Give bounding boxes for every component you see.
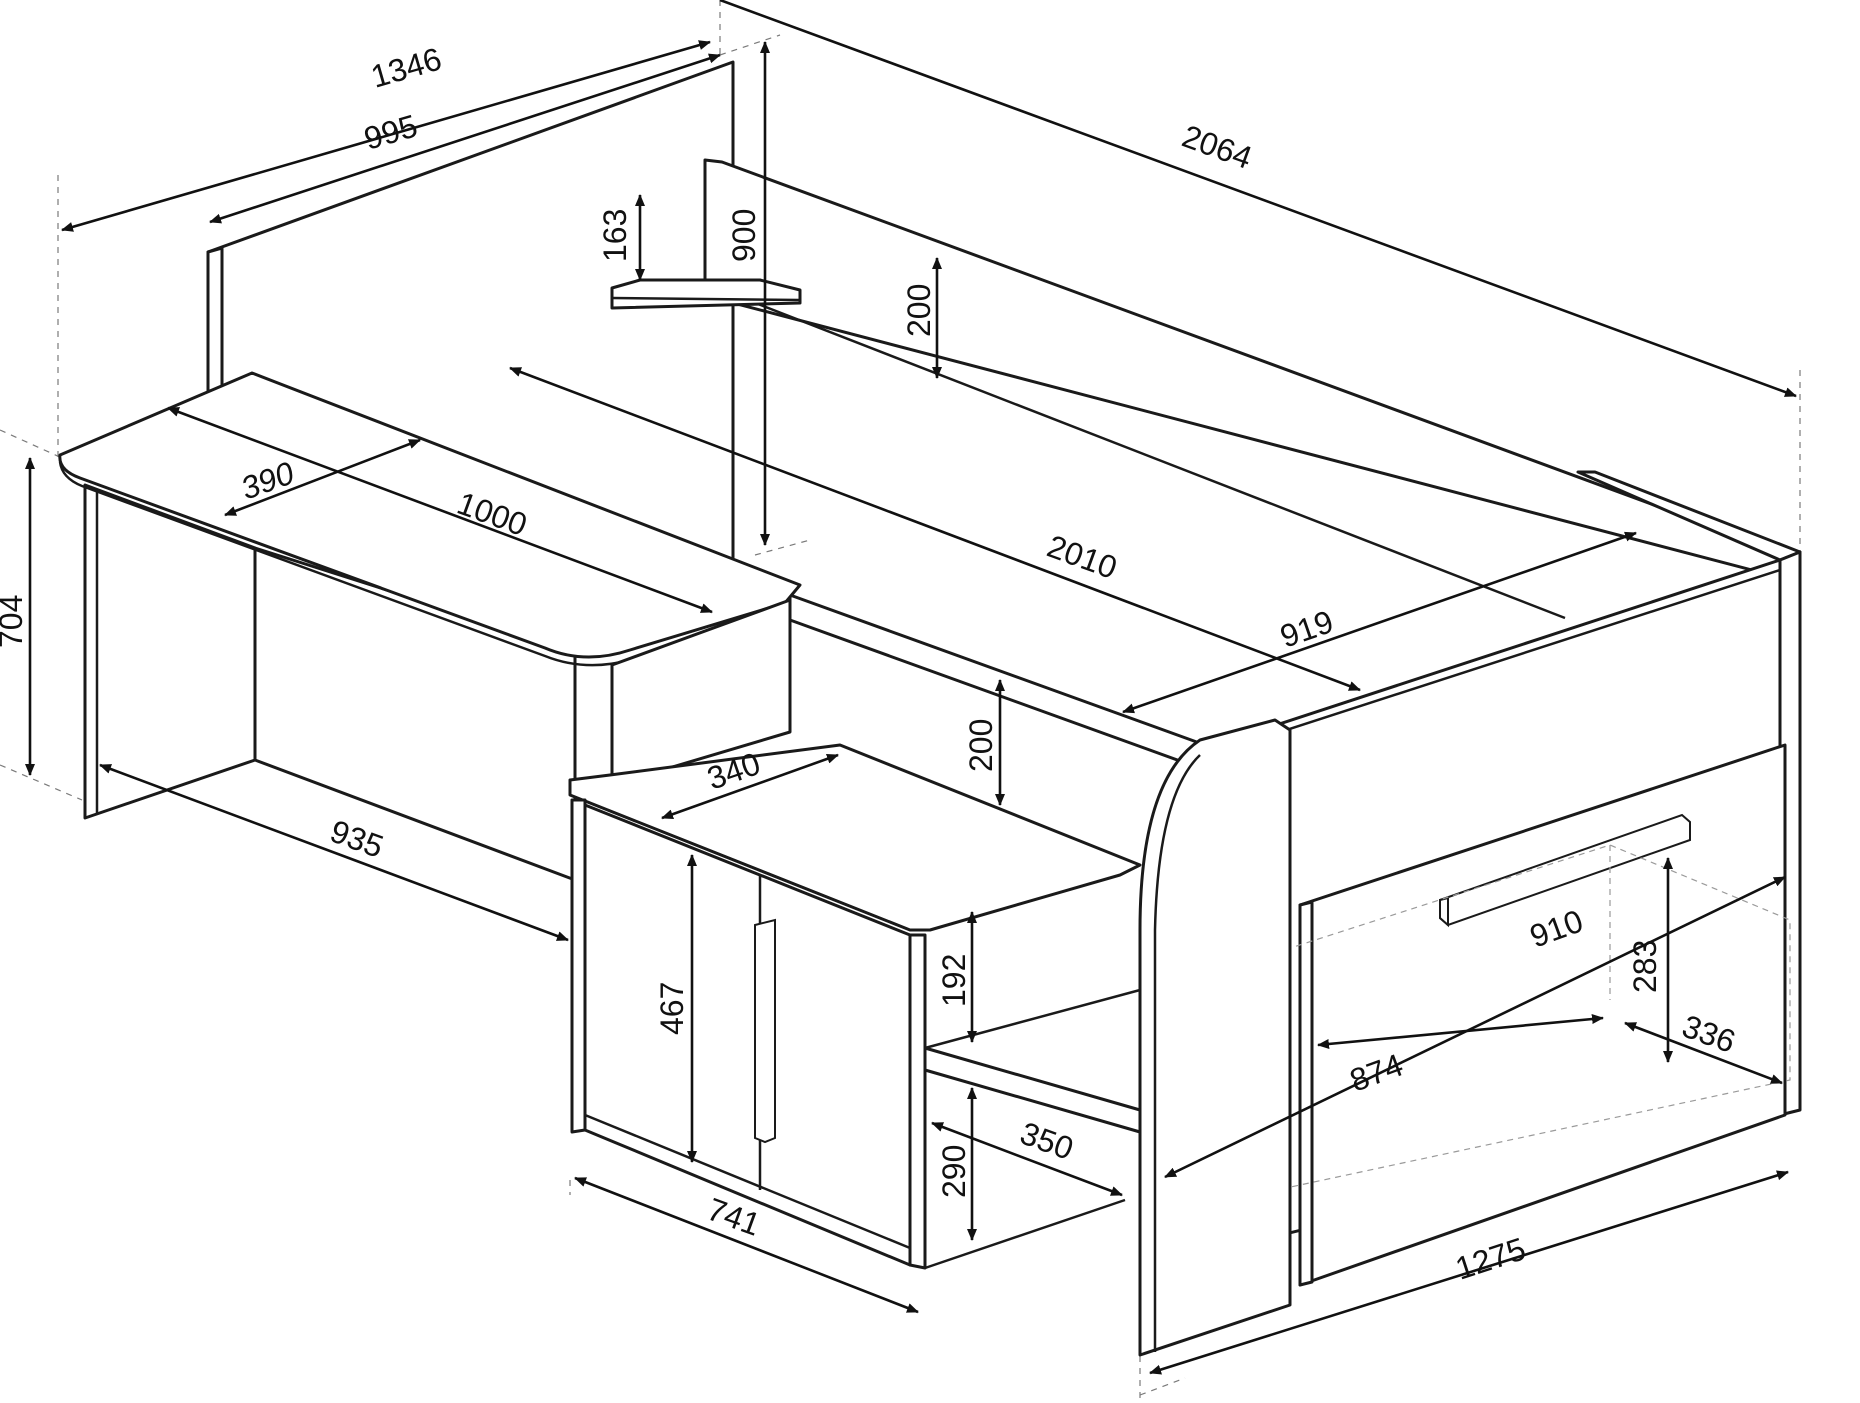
dim-label-1346: 1346 (367, 41, 445, 95)
dim-line-874 (1317, 1014, 1604, 1049)
dim-label-704: 704 (0, 595, 29, 648)
dim-line-935 (99, 763, 569, 942)
dim-label-919: 919 (1276, 603, 1338, 654)
dim-label-290: 290 (936, 1145, 972, 1198)
dim-line-2064 (719, 0, 1797, 398)
back-side-rail (703, 158, 1792, 582)
cabinet-handle (754, 918, 776, 1144)
dim-label-935: 935 (326, 813, 388, 865)
shelf-board (923, 1046, 1142, 1134)
dim-label-283: 283 (1627, 940, 1663, 993)
cabinet-side-right (908, 933, 927, 1270)
dim-label-200-back: 200 (901, 284, 937, 337)
dim-label-192: 192 (936, 954, 972, 1007)
dim-label-995: 995 (360, 107, 421, 156)
dim-label-2064: 2064 (1178, 118, 1257, 176)
dim-line-336 (1624, 1021, 1783, 1085)
dim-label-200-front: 200 (963, 719, 999, 772)
dimension-lines (25, 0, 1797, 1375)
dim-line-741 (574, 1176, 919, 1314)
corner-shelf (610, 278, 802, 310)
dim-label-900: 900 (726, 209, 762, 262)
dim-line-340 (661, 753, 839, 820)
cabinet-side-left (570, 798, 587, 1134)
dim-label-1275: 1275 (1451, 1230, 1530, 1286)
dim-line-350 (931, 1121, 1123, 1197)
dim-line-995 (209, 53, 721, 224)
dim-label-163: 163 (597, 209, 633, 262)
front-curved-post (1138, 718, 1292, 1357)
dim-label-2010: 2010 (1043, 528, 1122, 586)
dim-line-1275 (1149, 1170, 1789, 1375)
dim-line-919 (1122, 531, 1637, 714)
drawer-front-edge (1298, 900, 1314, 1287)
dim-label-467: 467 (654, 982, 690, 1035)
